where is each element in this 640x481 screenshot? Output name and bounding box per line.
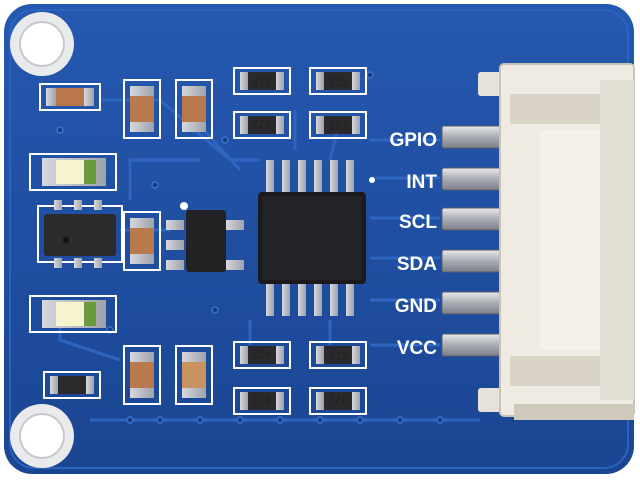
resistor-r3: 472 <box>233 111 291 139</box>
resistor-r2: 822 <box>309 67 367 95</box>
pin-label-sda: SDA <box>397 254 437 275</box>
mounting-hole-top-left <box>10 12 74 76</box>
led-indicator-bottom <box>29 295 117 333</box>
resistor-r5: 472 <box>233 341 291 369</box>
resistor-r9 <box>43 371 101 399</box>
pin-label-gnd: GND <box>395 296 437 317</box>
resistor-r8: 472 <box>309 387 367 415</box>
resistor-code-r7: 472 <box>252 393 272 406</box>
capacitor-c2 <box>123 79 161 139</box>
pin-label-int: INT <box>406 172 437 193</box>
light-sensor-chip <box>37 200 123 268</box>
led-indicator-top <box>29 153 117 191</box>
pin-labels: GPIO INT SCL SDA GND VCC <box>389 130 437 359</box>
resistor-code-r5: 472 <box>252 347 272 360</box>
capacitor-c3 <box>175 79 213 139</box>
resistor-r6: 472 <box>309 341 367 369</box>
resistor-code-r2: 822 <box>328 76 348 89</box>
main-ic <box>258 160 375 316</box>
resistor-code-r1: 472 <box>252 76 272 89</box>
pin-label-scl: SCL <box>399 212 437 233</box>
resistor-r1: 472 <box>233 67 291 95</box>
resistor-code-r3: 472 <box>252 117 272 130</box>
pin-label-vcc: VCC <box>397 338 437 359</box>
connector-pins <box>441 125 515 357</box>
voltage-regulator <box>166 202 244 272</box>
vias <box>56 71 444 424</box>
pin-header-connector <box>478 63 635 420</box>
capacitor-c6 <box>175 345 213 405</box>
resistor-r4: 103 <box>309 111 367 139</box>
resistor-code-r6: 472 <box>328 350 348 363</box>
capacitor-c5 <box>123 345 161 405</box>
capacitor-c1 <box>39 83 101 111</box>
resistor-code-r8: 472 <box>328 393 348 406</box>
resistor-code-r4: 103 <box>328 120 348 133</box>
capacitor-c4 <box>123 211 161 271</box>
mounting-hole-bottom-left <box>10 404 74 468</box>
resistor-r7: 472 <box>233 387 291 415</box>
pin-label-gpio: GPIO <box>389 130 437 151</box>
